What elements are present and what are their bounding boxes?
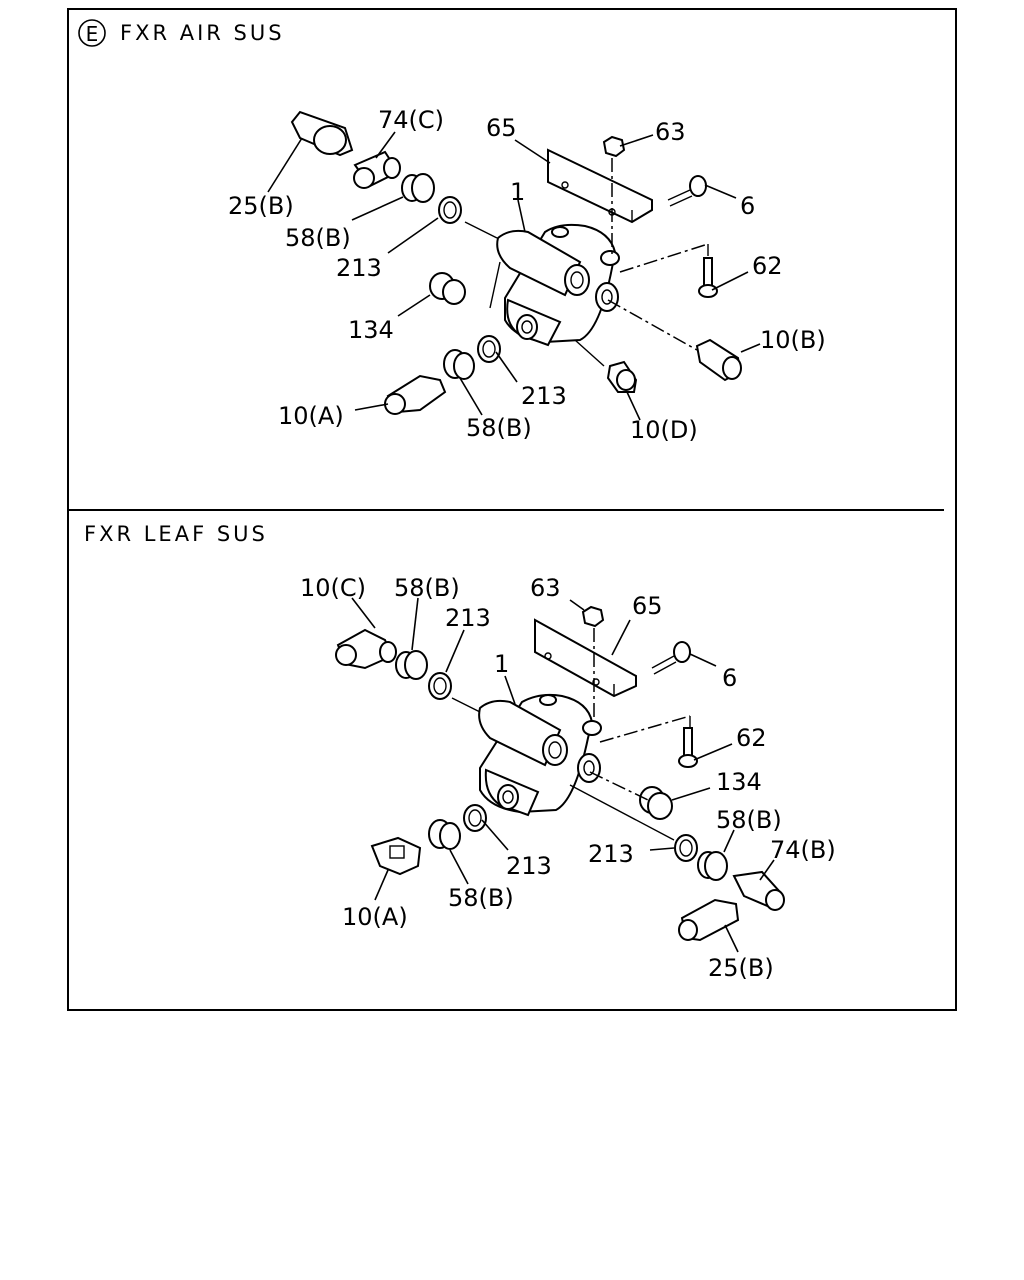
o-ring bbox=[428, 672, 452, 700]
callout: 213 bbox=[336, 254, 382, 282]
callout: 58(B) bbox=[716, 806, 782, 834]
callout: 1 bbox=[494, 650, 509, 678]
plug bbox=[429, 272, 466, 305]
nut bbox=[581, 605, 605, 628]
callout: 25(B) bbox=[228, 192, 294, 220]
elbow-fitting bbox=[384, 374, 447, 415]
o-ring-lower bbox=[463, 804, 487, 832]
elbow-fitting-upper bbox=[335, 628, 397, 670]
o-ring bbox=[438, 196, 462, 224]
tee-fitting bbox=[732, 870, 785, 911]
elbow-fitting bbox=[370, 836, 422, 876]
o-ring-lower bbox=[477, 335, 501, 363]
callout: 58(B) bbox=[466, 414, 532, 442]
callout: 213 bbox=[521, 382, 567, 410]
callout: 62 bbox=[736, 724, 767, 752]
section-air-sus: E FXR AIR SUS bbox=[78, 19, 826, 444]
section-title: FXR LEAF SUS bbox=[84, 522, 268, 546]
connector-fitting-lower bbox=[606, 360, 638, 393]
callout: 63 bbox=[655, 118, 686, 146]
callout: 1 bbox=[510, 178, 525, 206]
section-leaf-sus: FXR LEAF SUS bbox=[84, 522, 836, 982]
section-marker: E bbox=[86, 22, 99, 46]
nipple-fitting bbox=[395, 650, 428, 680]
callout: 134 bbox=[348, 316, 394, 344]
callout: 58(B) bbox=[285, 224, 351, 252]
nipple-fitting-lower bbox=[428, 819, 461, 850]
bracket bbox=[534, 618, 637, 698]
bracket bbox=[547, 148, 653, 224]
callout: 10(D) bbox=[630, 416, 698, 444]
callout: 58(B) bbox=[394, 574, 460, 602]
callout: 65 bbox=[632, 592, 663, 620]
nipple-fitting bbox=[401, 173, 435, 203]
plug bbox=[639, 786, 673, 820]
connector-fitting bbox=[695, 338, 742, 382]
nipple-fitting-lower bbox=[443, 349, 475, 380]
callout: 10(A) bbox=[278, 402, 344, 430]
tee-fitting bbox=[353, 150, 401, 189]
callout: 74(B) bbox=[770, 836, 836, 864]
callout: 6 bbox=[722, 664, 737, 692]
callout: 63 bbox=[530, 574, 561, 602]
callout: 10(A) bbox=[342, 903, 408, 931]
bolt bbox=[651, 641, 691, 675]
nipple-fitting-right bbox=[697, 851, 728, 881]
callout: 65 bbox=[486, 114, 517, 142]
callout: 134 bbox=[716, 768, 762, 796]
bolt-vertical bbox=[698, 257, 718, 298]
relay-valve-body bbox=[478, 693, 602, 817]
o-ring-right bbox=[674, 834, 698, 862]
callout: 74(C) bbox=[378, 106, 444, 134]
callout: 25(B) bbox=[708, 954, 774, 982]
section-title: FXR AIR SUS bbox=[120, 21, 285, 45]
nut bbox=[602, 135, 626, 158]
callout: 6 bbox=[740, 192, 755, 220]
pressure-switch bbox=[678, 898, 740, 942]
section-marker-circle bbox=[78, 19, 106, 47]
pressure-switch bbox=[290, 110, 354, 157]
callout: 213 bbox=[588, 840, 634, 868]
callout: 10(C) bbox=[300, 574, 366, 602]
callout: 213 bbox=[506, 852, 552, 880]
callout: 213 bbox=[445, 604, 491, 632]
bolt-vertical bbox=[678, 727, 698, 768]
callout: 10(B) bbox=[760, 326, 826, 354]
callout: 58(B) bbox=[448, 884, 514, 912]
bolt bbox=[667, 175, 707, 207]
callout: 62 bbox=[752, 252, 783, 280]
relay-valve-body bbox=[496, 223, 620, 347]
